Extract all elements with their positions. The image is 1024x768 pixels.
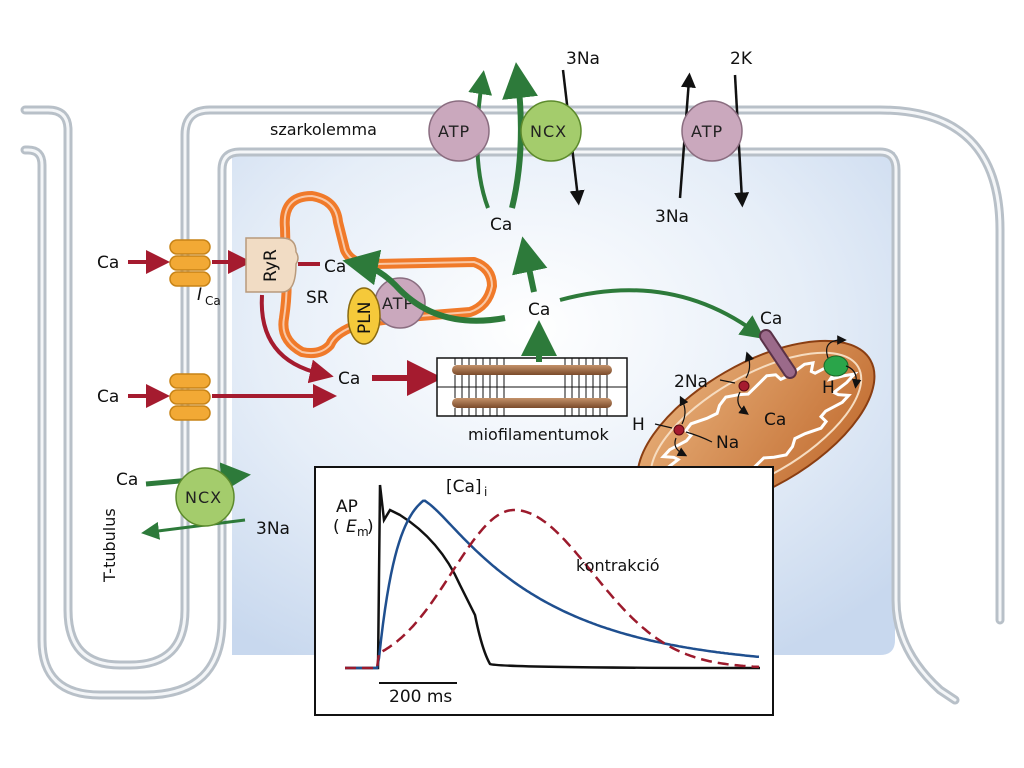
time-course-graph xyxy=(314,466,774,716)
cai-subscript: i xyxy=(484,485,487,499)
ca-to-mitochondria-arrow xyxy=(559,288,765,340)
t-tubulus-label: T-tubulus xyxy=(100,508,119,583)
calcium-transient-trace xyxy=(345,499,760,670)
ncx-exchanger-top xyxy=(520,100,582,162)
h-label-left: H xyxy=(632,415,645,435)
em-label-e: E xyxy=(346,517,357,537)
mito-h-pump xyxy=(823,355,849,377)
sarcolemma-label: szarkolemma xyxy=(270,120,377,139)
na-k-atpase-label: ATP xyxy=(691,122,723,141)
mito-h-efflux-arrow xyxy=(826,335,847,359)
contraction-trace xyxy=(345,508,760,670)
ncx-top-label: NCX xyxy=(530,122,567,141)
ca-label-cytosol: Ca xyxy=(338,369,360,389)
em-label-sub: m xyxy=(357,525,369,539)
ca-label-sr-lumen: Ca xyxy=(324,257,346,277)
mito-na-entry-arrow xyxy=(737,391,749,415)
mito-na-ca-exchanger xyxy=(738,380,750,392)
sarcolemmal-ca-atpase xyxy=(428,100,490,162)
h-label-right: H xyxy=(822,378,835,398)
ryanodine-receptor xyxy=(245,237,299,293)
ap-label: AP xyxy=(336,497,358,517)
ca-label-influx-top: Ca xyxy=(97,253,119,273)
two-k-label: 2K xyxy=(730,49,753,69)
mito-ca-uniporter xyxy=(759,329,797,379)
sr-label: SR xyxy=(306,288,329,308)
ca-label-mito-matrix: Ca xyxy=(764,410,786,430)
ryr-release-arrow xyxy=(259,294,334,384)
l-type-ca-channel-bottom xyxy=(169,373,211,421)
ryr-label: RyR xyxy=(261,249,281,282)
three-na-label-top: 3Na xyxy=(566,49,600,69)
ca-to-efflux-arrow xyxy=(512,236,548,293)
mito-na-influx-line xyxy=(719,379,736,384)
ncx-ca-efflux-arrow xyxy=(502,62,538,209)
mito-na-matrix-line xyxy=(685,431,713,443)
mito-h-influx-arrow xyxy=(845,365,862,389)
ncx-tt-label: NCX xyxy=(185,488,222,507)
myofilaments xyxy=(436,357,628,417)
em-label-close: ) xyxy=(367,517,374,537)
ncx-exchanger-t-tubule xyxy=(175,467,235,527)
ca-label-mito: Ca xyxy=(760,309,782,329)
na-k-atpase xyxy=(681,100,743,162)
serca-uptake-arrow xyxy=(342,249,506,324)
mito-h-in-line xyxy=(654,423,673,429)
time-scale-label: 200 ms xyxy=(389,687,452,707)
ncx-tt-na-influx-arrow xyxy=(141,518,246,540)
three-na-label-nak: 3Na xyxy=(655,207,689,227)
sarcolemmal-atp-label: ATP xyxy=(438,122,470,141)
ca-label-efflux: Ca xyxy=(490,215,512,235)
mito-h-entry-arrow xyxy=(674,437,688,457)
contraction-label: kontrakció xyxy=(576,556,660,575)
pln-label: PLN xyxy=(355,302,375,334)
ca-label-ncx-tt: Ca xyxy=(116,470,138,490)
action-potential-trace xyxy=(345,484,761,670)
ica-label: I xyxy=(197,285,202,305)
myofilament-label: miofilamentumok xyxy=(468,425,610,444)
ica-subscript: Ca xyxy=(205,294,221,308)
mito-na-h-exchanger xyxy=(673,424,685,436)
mito-na-efflux-arrow-2 xyxy=(679,395,689,425)
l-type-ca-channel-top xyxy=(169,239,211,287)
cai-label: [Ca] xyxy=(446,477,482,497)
na-label-mito: Na xyxy=(716,433,739,453)
three-na-label-tt: 3Na xyxy=(256,519,290,539)
sarcolemma-membrane xyxy=(20,105,1005,705)
em-label-open: ( xyxy=(333,517,340,537)
sr-membrane-inner xyxy=(282,194,494,355)
ca-label-influx-bottom: Ca xyxy=(97,387,119,407)
phospholamban xyxy=(347,287,381,345)
myofilament-cross-bridges xyxy=(454,358,608,416)
ca-label-central: Ca xyxy=(528,300,550,320)
mito-ca-efflux-arrow xyxy=(744,351,755,379)
two-na-label: 2Na xyxy=(674,372,708,392)
